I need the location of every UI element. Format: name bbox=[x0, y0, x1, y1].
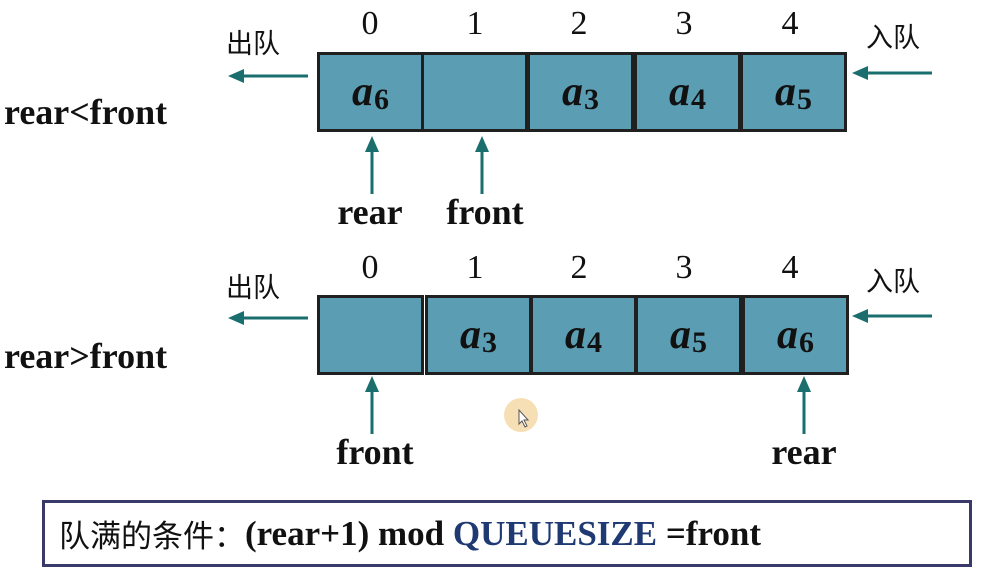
dequeue-arrow-icon bbox=[228, 69, 308, 83]
index-label-4: 4 bbox=[781, 5, 799, 42]
dequeue-label: 出队 bbox=[226, 273, 280, 304]
queue-cell-0 bbox=[317, 295, 424, 375]
rear-pointer-label: rear bbox=[337, 192, 403, 232]
index-label-2: 2 bbox=[570, 249, 588, 286]
cursor-arrow-icon bbox=[518, 408, 530, 428]
index-label-0: 0 bbox=[361, 5, 379, 42]
mouse-cursor-highlight bbox=[504, 398, 538, 432]
condition-label: rear<front bbox=[4, 92, 168, 132]
condition-expression-end: =front bbox=[657, 513, 761, 553]
enqueue-arrow-icon bbox=[852, 66, 932, 80]
front-pointer-label: front bbox=[336, 432, 414, 472]
dequeue-label: 出队 bbox=[226, 29, 280, 60]
condition-label: rear>front bbox=[4, 336, 168, 376]
queue-cell-1 bbox=[421, 52, 528, 132]
enqueue-label: 入队 bbox=[866, 23, 920, 54]
index-label-3: 3 bbox=[675, 249, 693, 286]
rear-pointer-label: rear bbox=[771, 432, 837, 472]
index-label-1: 1 bbox=[466, 5, 484, 42]
enqueue-arrow-icon bbox=[852, 309, 932, 323]
condition-chinese-text: 队满的条件： bbox=[59, 519, 245, 555]
front-pointer-label: front bbox=[446, 192, 524, 232]
index-label-2: 2 bbox=[570, 5, 588, 42]
front-pointer-arrow-icon bbox=[475, 136, 489, 194]
index-label-3: 3 bbox=[675, 5, 693, 42]
dequeue-arrow-icon bbox=[228, 311, 308, 325]
enqueue-label: 入队 bbox=[866, 267, 920, 298]
index-label-1: 1 bbox=[466, 249, 484, 286]
index-label-4: 4 bbox=[781, 249, 799, 286]
condition-expression-start: (rear+1) mod bbox=[245, 513, 453, 553]
rear-pointer-arrow-icon bbox=[365, 136, 379, 194]
condition-keyword: QUEUESIZE bbox=[452, 513, 658, 553]
queue-full-condition-box: 队满的条件： (rear+1) mod QUEUESIZE =front bbox=[42, 500, 972, 567]
rear-pointer-arrow-icon bbox=[797, 376, 811, 434]
front-pointer-arrow-icon bbox=[365, 376, 379, 434]
index-label-0: 0 bbox=[361, 249, 379, 286]
